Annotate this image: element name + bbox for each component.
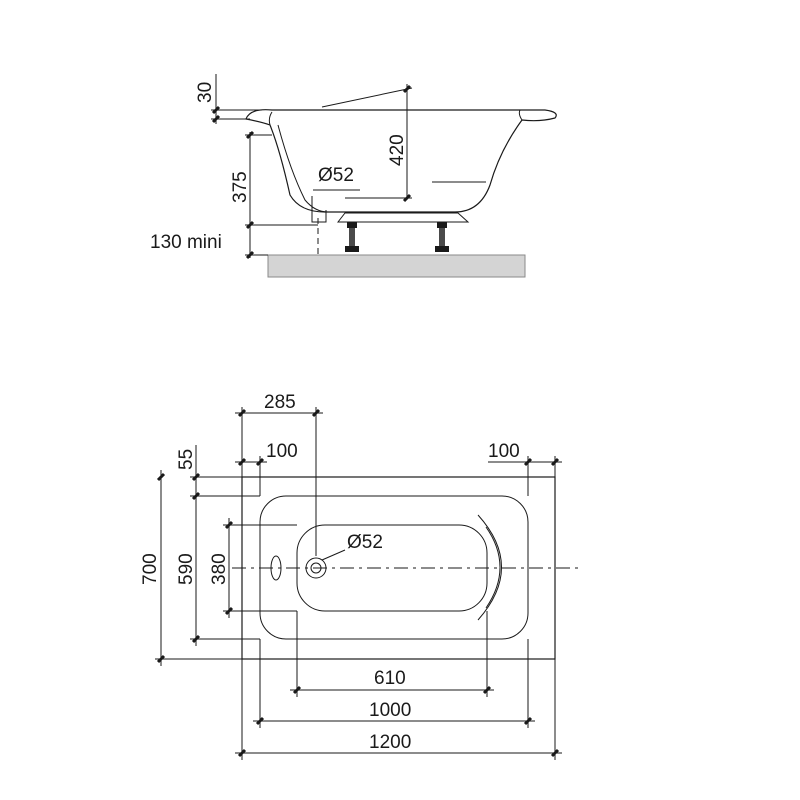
leg-right xyxy=(435,222,449,252)
side-drain xyxy=(311,196,327,223)
tub-inner-slope xyxy=(277,124,329,213)
dim-outer-length-label: 1200 xyxy=(369,732,411,753)
dim-outer-width: 700 xyxy=(140,470,242,666)
dim-inner-width-label: 590 xyxy=(176,553,197,585)
dim-depth: 420 xyxy=(321,84,413,203)
dim-rim-height: 30 xyxy=(195,74,262,124)
dim-bottom-width-label: 380 xyxy=(209,553,230,585)
dim-bottom-width: 380 xyxy=(209,518,297,618)
dim-bottom-length-label: 610 xyxy=(374,668,406,689)
tub-inner-rim xyxy=(268,109,523,126)
dim-bottom-length: 610 xyxy=(290,611,494,697)
dim-rim-width: 55 xyxy=(176,445,260,505)
side-view: 30 420 375 130 mini Ø52 xyxy=(150,74,557,278)
dim-left-margin: 100 xyxy=(235,441,298,496)
backrest-arc-inner xyxy=(485,526,501,609)
dim-outer-width-label: 700 xyxy=(140,553,161,585)
support-frame xyxy=(336,212,470,223)
tub-side-profile xyxy=(245,109,557,213)
dim-right-margin: 100 xyxy=(488,441,562,496)
side-drain-diameter-label: Ø52 xyxy=(318,165,354,186)
dim-depth-label: 420 xyxy=(387,134,408,166)
dim-bottom-height-label: 375 xyxy=(230,171,251,203)
backrest-arc-outer xyxy=(477,514,502,621)
dim-rim-width-label: 55 xyxy=(176,449,197,470)
top-drain-diameter-label: Ø52 xyxy=(347,532,383,553)
dim-right-margin-label: 100 xyxy=(488,441,520,462)
dim-inner-length-label: 1000 xyxy=(369,700,411,721)
dim-bottom-height: 375 xyxy=(230,130,318,258)
dim-rim-height-label: 30 xyxy=(195,82,216,103)
dim-left-margin-label: 100 xyxy=(266,441,298,462)
dim-inner-width: 590 xyxy=(176,505,260,646)
dim-outer-length: 1200 xyxy=(235,659,562,760)
leg-left xyxy=(345,222,359,252)
top-view: 285 100 100 55 xyxy=(140,392,578,760)
dim-leg-height-label: 130 mini xyxy=(150,232,222,253)
dim-inner-length: 1000 xyxy=(253,639,535,728)
drain-leader-top xyxy=(321,549,346,561)
dim-drain-offset-label: 285 xyxy=(264,392,296,413)
dim-drain-offset: 285 xyxy=(235,392,323,477)
dim-leg-height: 130 mini xyxy=(150,232,268,260)
floor xyxy=(267,254,526,278)
